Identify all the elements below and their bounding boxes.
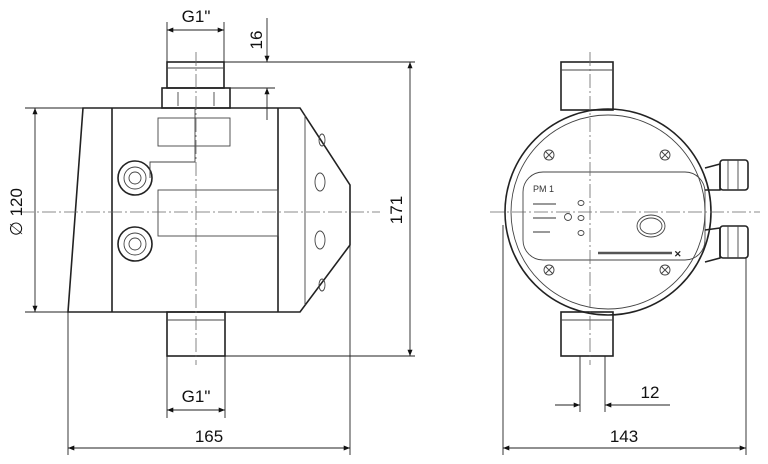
dimension-outlet: G1"	[166, 356, 226, 418]
model-label: PM 1	[533, 184, 554, 194]
pumping-led	[577, 215, 585, 221]
side-length-label: 165	[195, 427, 223, 446]
status-indicators	[533, 200, 585, 236]
dimension-diameter: ∅ 120	[7, 107, 83, 313]
body-outline	[67, 107, 351, 313]
alarm-led	[577, 230, 585, 236]
top-thread	[166, 61, 225, 89]
screws	[543, 149, 671, 276]
dimension-thread-length: 16	[224, 18, 415, 120]
gauge-port-lower	[117, 226, 153, 262]
power-led	[577, 200, 585, 206]
front-view: PM 1 ✕	[490, 52, 760, 365]
reset-button	[636, 214, 666, 238]
svg-text:✕: ✕	[674, 249, 682, 259]
inlet-thread-label: G1"	[182, 7, 211, 26]
dimension-offset: 12	[555, 356, 670, 412]
dimension-height: 171	[225, 62, 415, 357]
offset-label: 12	[641, 383, 660, 402]
dimension-side-length: 165	[67, 245, 351, 455]
front-top-fitting	[560, 61, 614, 111]
diameter-label: ∅ 120	[7, 188, 26, 236]
thread-length-label: 16	[247, 31, 266, 50]
cable-gland-upper	[704, 159, 749, 191]
brand-logo: ✕	[598, 249, 682, 259]
outlet-thread-label: G1"	[182, 387, 211, 406]
dimension-front-width: 143	[502, 225, 747, 455]
pump-led-symbol	[564, 213, 572, 221]
side-view	[20, 52, 380, 365]
dimension-inlet: G1"	[166, 7, 225, 62]
height-label: 171	[387, 196, 406, 224]
cable-gland-lower	[704, 225, 749, 263]
gauge-port-upper	[117, 160, 153, 196]
front-width-label: 143	[610, 427, 638, 446]
front-bottom-fitting	[560, 311, 614, 357]
